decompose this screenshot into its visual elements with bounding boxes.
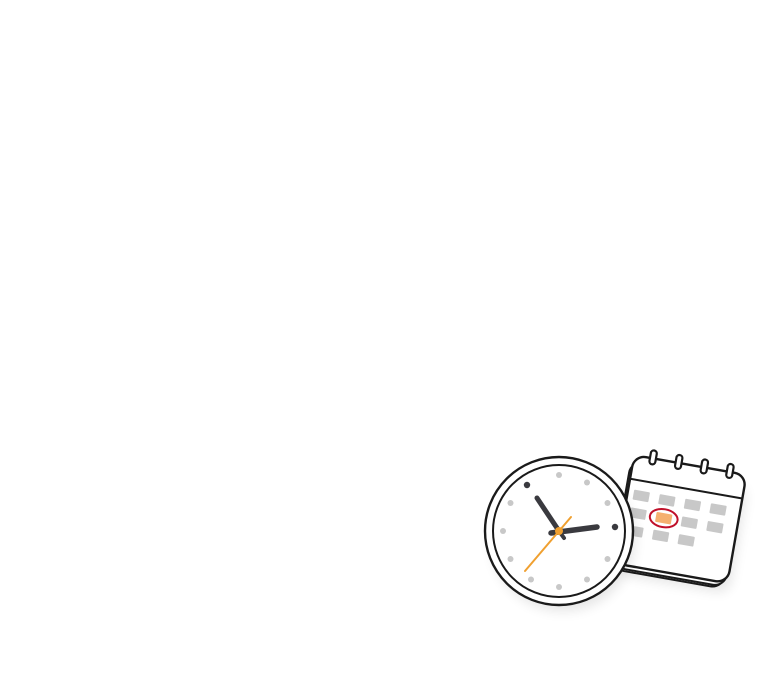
schedule-illustration — [470, 440, 760, 630]
calendar-icon — [613, 449, 746, 592]
clock-icon — [483, 455, 635, 611]
